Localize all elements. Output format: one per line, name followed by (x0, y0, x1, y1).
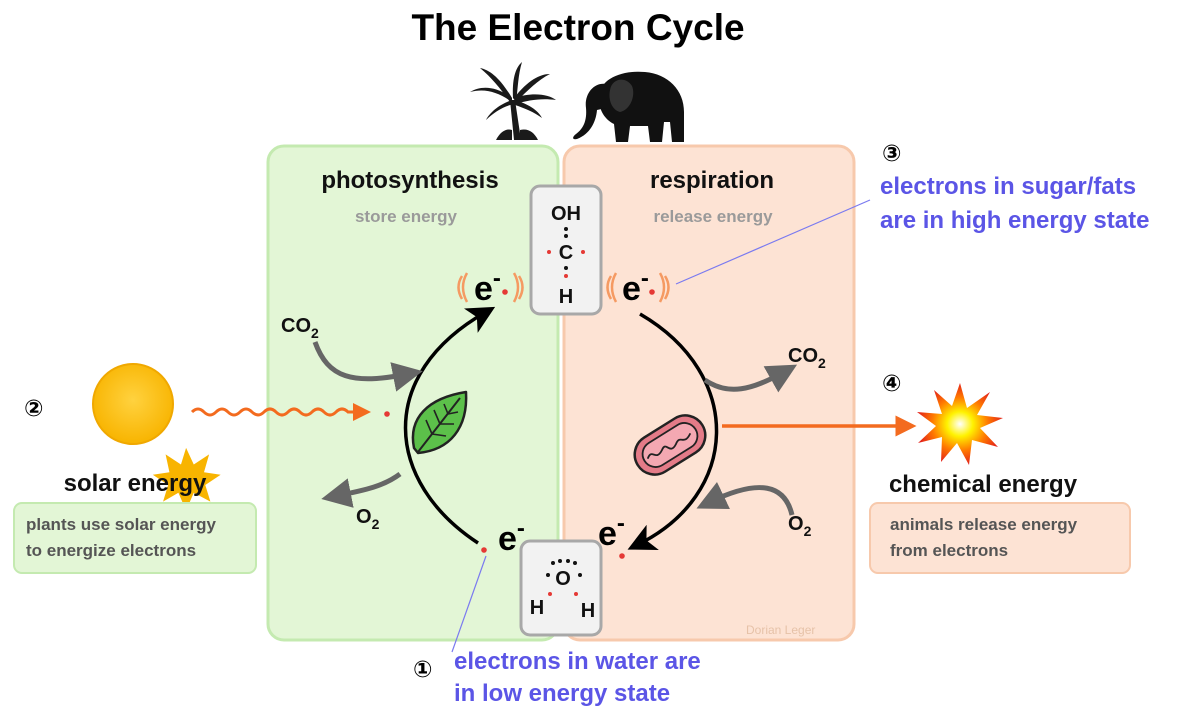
watermark: Dorian Leger (746, 623, 815, 637)
sugar-molecule: OH C H (529, 184, 603, 316)
co2-intake-arrow (312, 341, 423, 392)
water-h-left-label: H (530, 597, 544, 619)
photosynthesis-cycle-arrow (403, 306, 496, 545)
annotation-number-3: ③ (882, 140, 901, 166)
o2-out-label: O2 (356, 506, 380, 532)
elephant-icon (573, 71, 684, 142)
solar-desc-line2: to energize electrons (26, 541, 196, 560)
electron-charge: - (641, 265, 649, 292)
electron-charge: - (617, 510, 625, 537)
mitochondria-icon (633, 414, 707, 476)
annotation-number-4: ④ (882, 370, 901, 396)
svg-text:e-: e- (622, 265, 649, 308)
o2-release-arrow (321, 471, 402, 508)
diagram-title: The Electron Cycle (411, 7, 744, 48)
photosynthesis-title: photosynthesis (321, 167, 498, 194)
sun-icon (92, 363, 221, 511)
electron-charge: - (493, 265, 501, 292)
water-molecule: O H H (519, 539, 603, 637)
respiration-subtitle: release energy (653, 207, 773, 226)
solar-energy-arrow (190, 403, 371, 421)
annotation-1-line2: in low energy state (454, 680, 670, 707)
explosion-icon (917, 383, 1003, 465)
annotation-1-line1: electrons in water are (454, 648, 701, 675)
annotation-pointer-3 (675, 199, 871, 285)
high-energy-electron-right: e- (606, 265, 670, 308)
o2-intake-arrow (696, 481, 795, 516)
sugar-h-label: H (559, 286, 573, 308)
water-o-label: O (555, 568, 571, 590)
annotation-pointer-1 (451, 555, 487, 653)
svg-text:e-: e- (474, 265, 501, 308)
sugar-oh-label: OH (551, 203, 581, 225)
co2-out-label: CO2 (788, 345, 826, 371)
annotation-number-1: ① (413, 656, 432, 682)
svg-text:e-: e- (498, 515, 525, 558)
chemical-energy-label: chemical energy (889, 471, 1078, 498)
annotation-3-line1: electrons in sugar/fats (880, 173, 1136, 200)
svg-text:e-: e- (598, 510, 625, 553)
palm-tree-icon (470, 62, 556, 140)
photosynthesis-subtitle: store energy (355, 207, 458, 226)
co2-release-arrow (703, 364, 798, 393)
annotation-number-2: ② (24, 395, 43, 421)
chemical-energy-description-box (869, 502, 1131, 574)
respiration-title: respiration (650, 167, 774, 194)
annotation-3-line2: are in high energy state (880, 207, 1149, 234)
electron-symbol: e (598, 515, 617, 553)
leaf-icon (411, 390, 468, 455)
chemical-desc-line1: animals release energy (890, 515, 1078, 534)
co2-in-label: CO2 (281, 315, 319, 341)
electron-charge: - (517, 515, 525, 542)
low-energy-electron-left: e- (481, 515, 525, 558)
respiration-cycle-arrow (627, 312, 719, 550)
solar-energy-label: solar energy (64, 470, 207, 497)
sugar-c-label: C (559, 242, 573, 264)
solar-energy-description-box (13, 502, 257, 574)
o2-in-label: O2 (788, 513, 812, 539)
low-energy-electron-right: e- (598, 510, 625, 559)
electron-symbol: e (498, 520, 517, 558)
electron-symbol: e (622, 270, 641, 308)
high-energy-electron-left: e- (457, 265, 524, 308)
chemical-desc-line2: from electrons (890, 541, 1008, 560)
solar-desc-line1: plants use solar energy (26, 515, 216, 534)
electron-symbol: e (474, 270, 493, 308)
water-h-right-label: H (581, 600, 595, 622)
